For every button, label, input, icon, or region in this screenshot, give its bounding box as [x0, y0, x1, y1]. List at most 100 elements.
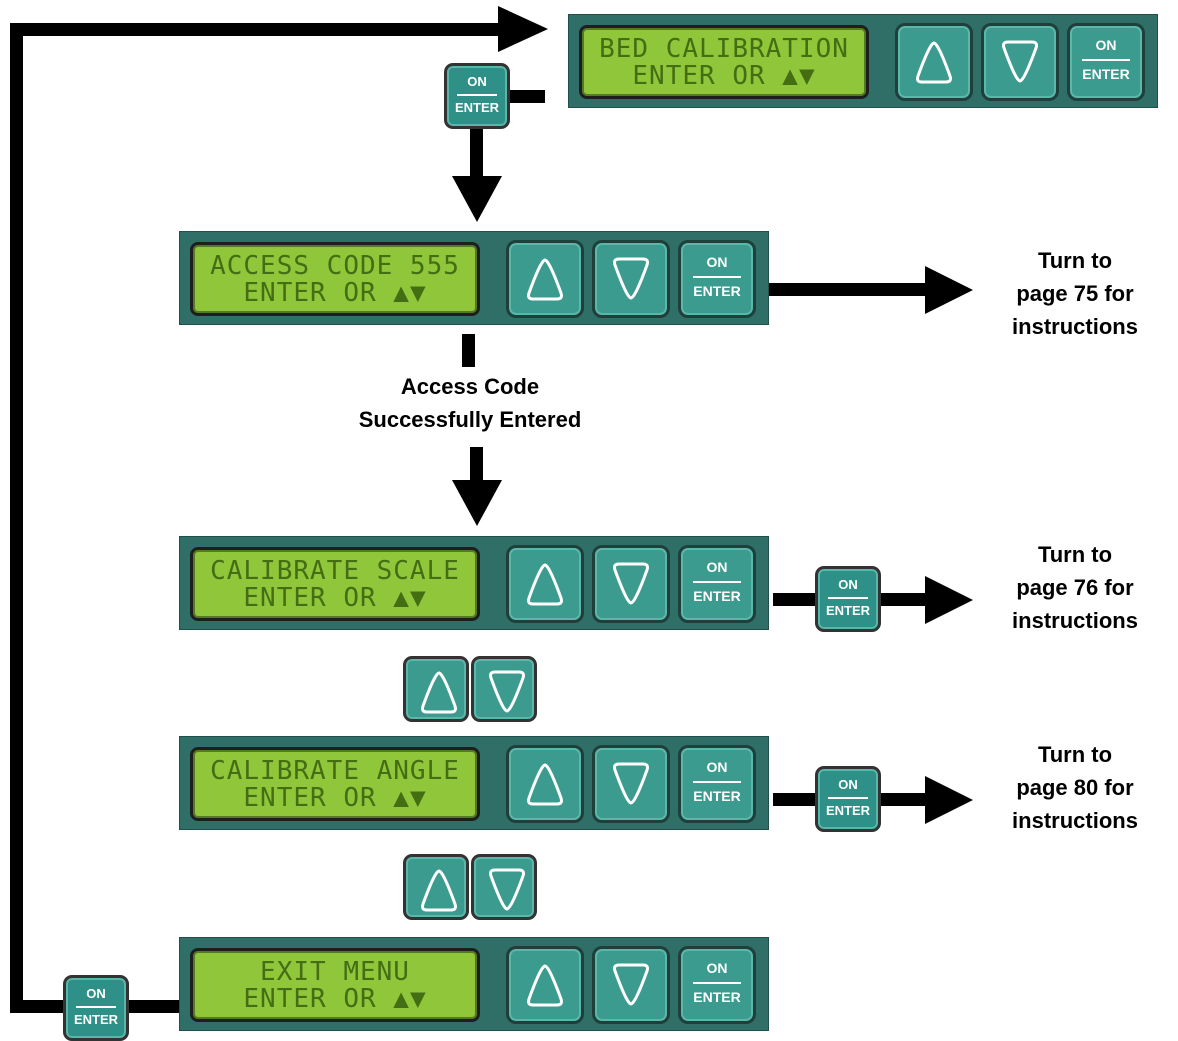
on-label: ON: [706, 254, 728, 270]
lcd-line-1: ACCESS CODE 555: [210, 251, 460, 281]
bed-calibration-panel: BED CALIBRATION ENTER OR ▲▼ ON ENTER: [568, 14, 1158, 108]
lcd-line-1: CALIBRATE ANGLE: [210, 756, 460, 786]
on-enter-button[interactable]: ON ENTER: [678, 240, 756, 318]
bed-to-enter-connector: [510, 90, 545, 103]
arrow-down-to-access: [452, 176, 502, 222]
lcd-line-1: EXIT MENU: [260, 957, 410, 987]
on-enter-button[interactable]: ON ENTER: [678, 946, 756, 1024]
key-divider: [827, 797, 869, 799]
note-line-3: instructions: [1012, 608, 1138, 633]
down-button[interactable]: [592, 545, 670, 623]
lcd-line-2: ENTER OR ▲▼: [243, 278, 427, 308]
lcd-display: CALIBRATE ANGLE ENTER OR ▲▼: [190, 747, 480, 821]
down-key[interactable]: [471, 854, 537, 920]
up-arrow-icon: [527, 763, 563, 806]
calibrate-scale-panel: CALIBRATE SCALE ENTER OR ▲▼ ON ENTER: [179, 536, 769, 630]
lcd-display: EXIT MENU ENTER OR ▲▼: [190, 948, 480, 1022]
key-divider: [456, 94, 498, 96]
on-label: ON: [838, 777, 858, 792]
access-down-line: [470, 447, 483, 482]
scale-connector-right: [880, 593, 930, 606]
note-line-1: Turn to: [1037, 542, 1113, 567]
page-75-note: Turn to page 75 for instructions: [975, 244, 1175, 343]
enter-label: ENTER: [825, 803, 871, 818]
note-line-1: Turn to: [1037, 742, 1113, 767]
on-label: ON: [706, 960, 728, 976]
enter-down-line: [470, 128, 483, 178]
calibrate-angle-panel: CALIBRATE ANGLE ENTER OR ▲▼ ON ENTER: [179, 736, 769, 830]
note-line-1: Access Code: [400, 374, 540, 399]
access-down-stub: [462, 334, 475, 367]
exit-connector: [128, 1000, 180, 1013]
down-arrow-icon: [489, 868, 525, 911]
down-arrow-icon: [489, 670, 525, 713]
page-76-note: Turn to page 76 for instructions: [975, 538, 1175, 637]
up-down-keys-1: [403, 656, 537, 722]
angle-connector-right: [880, 793, 930, 806]
arrow-to-page-75: [925, 266, 973, 314]
down-button[interactable]: [592, 946, 670, 1024]
scale-connector-left: [773, 593, 815, 606]
lcd-line-2: ENTER OR ▲▼: [243, 984, 427, 1014]
up-down-keys-2: [403, 854, 537, 920]
down-arrow-icon: [613, 762, 649, 805]
on-enter-key-top[interactable]: ON ENTER: [444, 63, 510, 129]
up-key[interactable]: [403, 854, 469, 920]
up-button[interactable]: [506, 240, 584, 318]
lcd-display: BED CALIBRATION ENTER OR ▲▼: [579, 25, 869, 99]
key-divider: [692, 276, 742, 278]
down-button[interactable]: [592, 240, 670, 318]
down-arrow-icon: [613, 963, 649, 1006]
key-divider: [692, 982, 742, 984]
on-label: ON: [838, 577, 858, 592]
up-arrow-icon: [527, 563, 563, 606]
enter-label: ENTER: [454, 100, 500, 115]
down-key[interactable]: [471, 656, 537, 722]
note-line-2: Successfully Entered: [358, 407, 582, 432]
note-line-2: page 80 for: [1016, 775, 1134, 800]
lcd-line-2: ENTER OR ▲▼: [632, 61, 816, 91]
exit-menu-panel: EXIT MENU ENTER OR ▲▼ ON ENTER: [179, 937, 769, 1031]
down-button[interactable]: [981, 23, 1059, 101]
key-divider: [1081, 59, 1131, 61]
on-enter-button[interactable]: ON ENTER: [678, 745, 756, 823]
on-enter-button[interactable]: ON ENTER: [1067, 23, 1145, 101]
on-label: ON: [706, 759, 728, 775]
key-divider: [692, 781, 742, 783]
on-enter-key-scale[interactable]: ON ENTER: [815, 566, 881, 632]
on-label: ON: [1095, 37, 1117, 53]
on-enter-key-exit[interactable]: ON ENTER: [63, 975, 129, 1041]
enter-label: ENTER: [1082, 66, 1130, 82]
angle-connector-left: [773, 793, 815, 806]
key-divider: [692, 581, 742, 583]
down-arrow-icon: [613, 257, 649, 300]
arrow-to-page-80: [925, 776, 973, 824]
lcd-line-1: BED CALIBRATION: [599, 34, 849, 64]
on-enter-key-angle[interactable]: ON ENTER: [815, 766, 881, 832]
up-button[interactable]: [506, 745, 584, 823]
access-code-success-note: Access Code Successfully Entered: [300, 370, 640, 436]
up-arrow-icon: [527, 964, 563, 1007]
up-button[interactable]: [506, 545, 584, 623]
up-button[interactable]: [506, 946, 584, 1024]
loop-line-top: [10, 23, 500, 36]
note-line-2: page 76 for: [1016, 575, 1134, 600]
arrow-to-page-76: [925, 576, 973, 624]
up-key[interactable]: [403, 656, 469, 722]
down-button[interactable]: [592, 745, 670, 823]
up-arrow-icon: [916, 41, 952, 84]
lcd-line-1: CALIBRATE SCALE: [210, 556, 460, 586]
arrow-down-to-scale: [452, 480, 502, 526]
up-arrow-icon: [421, 869, 457, 912]
key-divider: [75, 1006, 117, 1008]
lcd-line-2: ENTER OR ▲▼: [243, 583, 427, 613]
arrow-to-bed-calibration: [498, 6, 548, 52]
access-code-panel: ACCESS CODE 555 ENTER OR ▲▼ ON ENTER: [179, 231, 769, 325]
enter-label: ENTER: [825, 603, 871, 618]
access-right-line: [765, 283, 930, 296]
on-enter-button[interactable]: ON ENTER: [678, 545, 756, 623]
enter-label: ENTER: [693, 283, 741, 299]
up-button[interactable]: [895, 23, 973, 101]
key-divider: [827, 597, 869, 599]
enter-label: ENTER: [693, 588, 741, 604]
